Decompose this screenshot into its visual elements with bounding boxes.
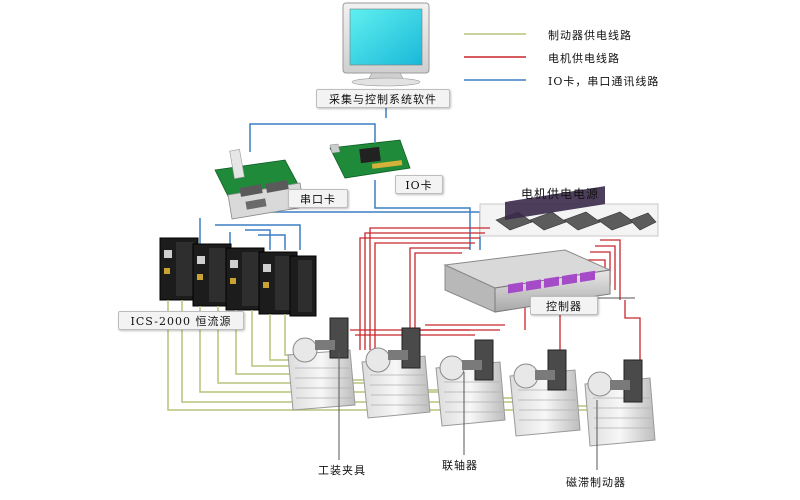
test-stations <box>287 317 656 447</box>
test-station <box>361 327 431 419</box>
io-card-icon <box>329 139 411 179</box>
legend-brake-label: 制动器供电线路 <box>548 29 632 42</box>
coupling-label: 联轴器 <box>442 459 478 472</box>
controller-icon <box>443 186 612 313</box>
test-station <box>509 349 581 437</box>
serial-card-label: 串口卡 <box>288 189 348 208</box>
current-source-icon <box>159 237 317 317</box>
brake-label: 磁滞制动器 <box>566 476 626 489</box>
serial-card-icon <box>214 148 305 220</box>
fixture-label: 工装夹具 <box>318 464 366 477</box>
current-source-label: ICS-2000 恒流源 <box>118 311 244 330</box>
controller-label: 控制器 <box>530 296 598 315</box>
test-station <box>584 359 656 447</box>
test-station <box>435 339 506 427</box>
power-module-icon <box>495 211 657 231</box>
software-label: 采集与控制系统软件 <box>316 89 450 108</box>
test-station <box>287 317 356 411</box>
io-card-label: IO卡 <box>395 175 443 194</box>
legend-motor-label: 电机供电线路 <box>548 52 620 65</box>
motor-power-supply-label: 电机供电电源 <box>521 187 600 201</box>
legend <box>464 33 526 81</box>
legend-io-label: IO卡，串口通讯线路 <box>548 75 660 88</box>
monitor-icon <box>342 2 430 87</box>
